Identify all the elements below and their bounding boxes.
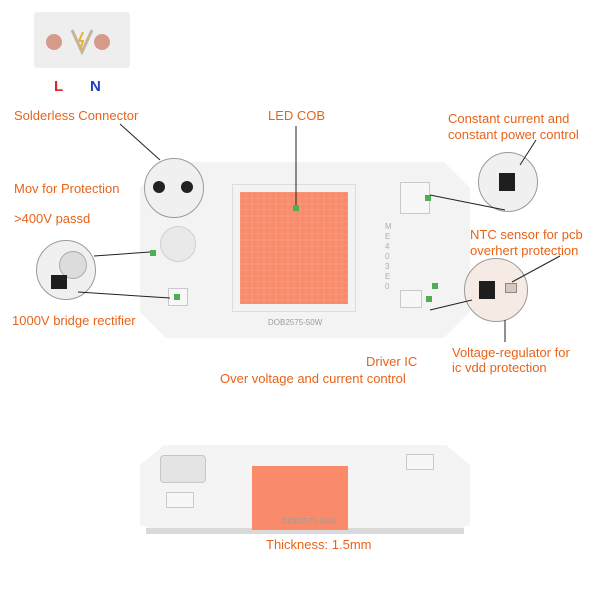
label-constant-power: constant power control	[448, 127, 579, 142]
mov-closeup	[59, 251, 87, 279]
connector-closeup	[34, 12, 130, 68]
side-pad-right	[406, 454, 434, 470]
board-model-side: DOB2575-50W	[282, 517, 337, 526]
label-400v-passed: >400V passd	[14, 211, 91, 226]
lightning-icon	[70, 29, 94, 56]
ntc-sensor	[505, 283, 517, 293]
label-bridge-rectifier: 1000V bridge rectifier	[12, 313, 136, 328]
label-led-cob: LED COB	[268, 108, 326, 123]
label-constant-current: Constant current and	[448, 111, 570, 126]
label-mov-protection: Mov for Protection	[14, 181, 120, 196]
connector-pin-right	[181, 181, 193, 193]
indicator-rectifier	[174, 294, 180, 300]
led-cob-frame	[232, 184, 356, 312]
label-regulator: Voltage-regulator for	[452, 345, 570, 360]
rectifier-chip	[51, 275, 67, 289]
side-pad-left	[166, 492, 194, 508]
indicator-driver	[426, 296, 432, 302]
connector-closeup-circle	[144, 158, 204, 218]
ntc-driver-closeup	[464, 258, 528, 322]
driver-ic-chip	[479, 281, 495, 299]
connector-side-view	[160, 455, 206, 483]
label-driver-ic: Driver IC	[366, 354, 418, 369]
connector-pin-left	[153, 181, 165, 193]
label-ntc-sensor: NTC sensor for pcb	[470, 227, 583, 242]
label-overheat: overhert protection	[470, 243, 579, 258]
label-solderless-connector: Solderless Connector	[14, 108, 139, 123]
constant-current-closeup	[478, 152, 538, 212]
connector-terminal-right	[94, 34, 110, 50]
label-over-voltage: Over voltage and current control	[220, 371, 406, 386]
connector-terminal-left	[46, 34, 62, 50]
led-cob-side	[252, 466, 348, 530]
live-label: L	[54, 78, 64, 95]
bridge-rectifier-closeup	[36, 240, 96, 300]
board-edge	[146, 528, 464, 534]
indicator-led-cob	[293, 205, 299, 211]
board-model: DOB2575-50W	[268, 318, 323, 327]
label-thickness: Thickness: 1.5mm	[266, 537, 372, 552]
indicator-mov	[150, 250, 156, 256]
mov-ring	[160, 226, 196, 262]
indicator-current	[425, 195, 431, 201]
driver-ic-pad	[400, 290, 422, 308]
label-ic-vdd: ic vdd protection	[452, 360, 547, 375]
indicator-ntc	[432, 283, 438, 289]
neutral-label: N	[90, 78, 101, 95]
board-side-marking: M E 4 0 3 E 0	[385, 222, 392, 291]
current-control-chip	[499, 173, 515, 191]
